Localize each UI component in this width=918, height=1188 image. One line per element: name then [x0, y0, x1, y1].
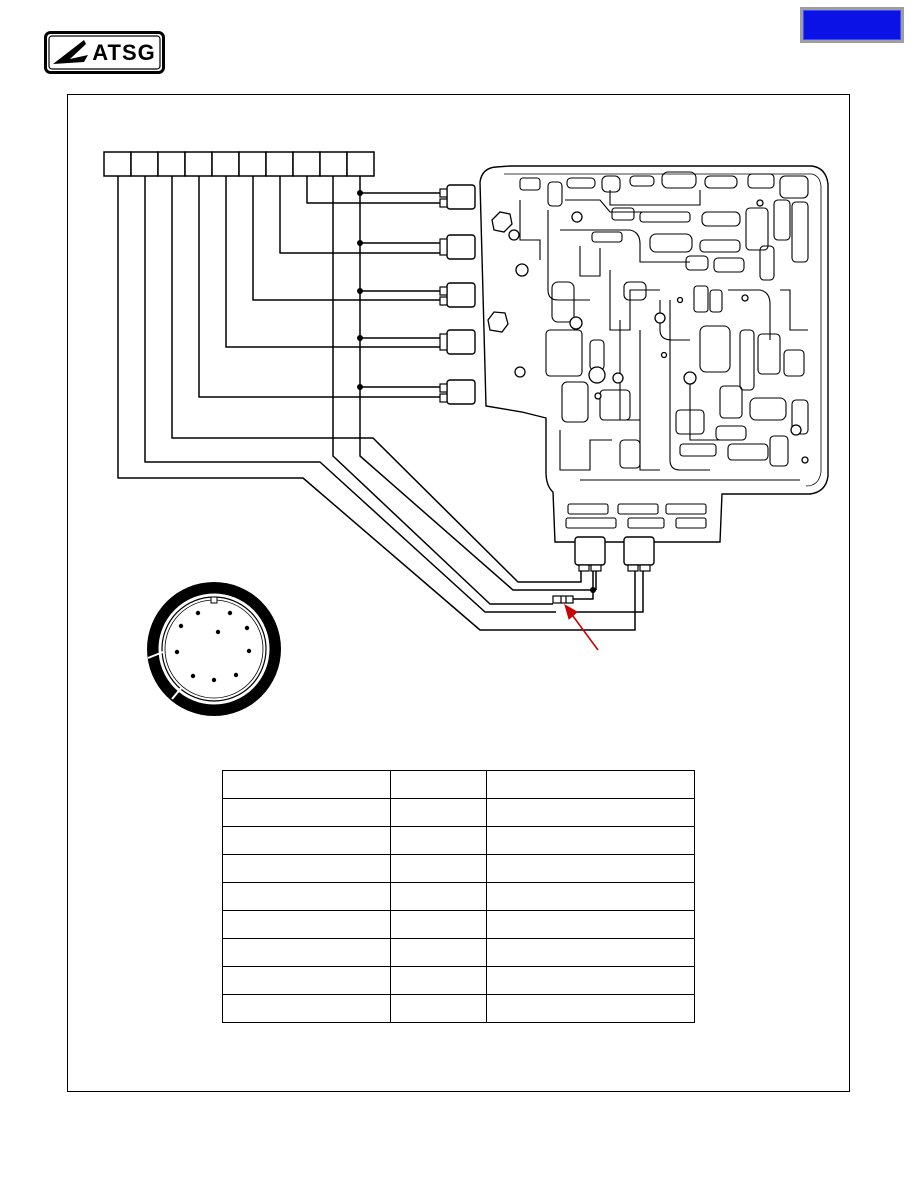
- solenoid-5: [446, 379, 476, 405]
- table-row: [222, 826, 695, 855]
- table-cell: [390, 966, 487, 995]
- table-cell: [390, 770, 487, 799]
- table-row: [222, 882, 695, 911]
- table-cell: [486, 966, 695, 995]
- table-cell: [390, 938, 487, 967]
- table-cell: [222, 938, 391, 967]
- wire-harness: [117, 176, 644, 631]
- table-cell: [222, 798, 391, 827]
- logo-text: ATSG: [92, 40, 155, 65]
- connector-pin-4: [184, 151, 213, 177]
- table-row: [222, 854, 695, 883]
- connector-face-pins: [174, 610, 252, 683]
- connector-pin-3: [157, 151, 186, 177]
- table-cell: [390, 882, 487, 911]
- diagram-frame: [67, 94, 850, 1092]
- table-row: [222, 910, 695, 939]
- table-cell: [390, 798, 487, 827]
- table-row: [222, 798, 695, 827]
- connector-pin-5: [211, 151, 240, 177]
- wire-pin-9: [332, 176, 553, 605]
- table-cell: [222, 994, 391, 1023]
- shift-solenoids: [446, 184, 655, 566]
- wire-pin-4: [198, 176, 440, 398]
- atsg-logo: ATSG: [44, 31, 165, 74]
- solenoid-4: [446, 329, 476, 355]
- table-row: [222, 770, 695, 799]
- wire-pin-10: [359, 176, 593, 591]
- wire-pin-8: [306, 176, 440, 204]
- solenoid-7: [623, 536, 655, 566]
- key-notch-icon: [210, 596, 218, 604]
- connector-pin-6: [238, 151, 267, 177]
- wire-pin-3: [171, 176, 582, 583]
- table-cell: [222, 910, 391, 939]
- wire-pin-2: [144, 176, 556, 613]
- table-row: [222, 994, 695, 1023]
- inline-resistor: [552, 595, 574, 604]
- connector-pin-8: [292, 151, 321, 177]
- table-cell: [486, 854, 695, 883]
- connector-pin-strip: [103, 151, 375, 177]
- wire-pin-5: [225, 176, 440, 348]
- connector-pin-1: [103, 151, 132, 177]
- table-cell: [390, 826, 487, 855]
- table-cell: [487, 771, 695, 799]
- table-cell: [486, 882, 695, 911]
- table-cell: [486, 798, 695, 827]
- valve-body: [479, 165, 829, 543]
- table-cell: [486, 938, 695, 967]
- connector-pin-9: [319, 151, 348, 177]
- table-cell: [486, 994, 695, 1023]
- valve-body-bolts: [487, 199, 809, 464]
- connector-pin-2: [130, 151, 159, 177]
- table-cell: [486, 826, 695, 855]
- logo-mark-icon: [53, 40, 88, 64]
- table-cell: [222, 770, 391, 799]
- connector-pin-7: [265, 151, 294, 177]
- table-cell: [222, 854, 391, 883]
- valve-body-passages: [519, 171, 809, 529]
- table-cell: [486, 910, 695, 939]
- table-cell: [390, 854, 487, 883]
- wire-pin-7: [279, 176, 440, 254]
- pin-chart-table: [222, 770, 695, 1023]
- table-cell: [390, 910, 487, 939]
- table-row: [222, 966, 695, 995]
- round-connector-face: [147, 582, 281, 716]
- table-row: [222, 938, 695, 967]
- pointer-arrow: [564, 603, 599, 651]
- wire-pin-1: [117, 176, 636, 631]
- solenoid-1: [446, 184, 476, 210]
- solenoid-3: [446, 282, 476, 308]
- connector-pin-10: [346, 151, 375, 177]
- solenoid-2: [446, 234, 476, 260]
- table-cell: [222, 966, 391, 995]
- nav-button[interactable]: [800, 7, 904, 43]
- solenoid-6: [574, 536, 606, 566]
- table-cell: [222, 826, 391, 855]
- table-cell: [390, 994, 487, 1023]
- wire-pin-6: [252, 176, 440, 301]
- table-cell: [222, 882, 391, 911]
- wire-junctions: [357, 190, 596, 593]
